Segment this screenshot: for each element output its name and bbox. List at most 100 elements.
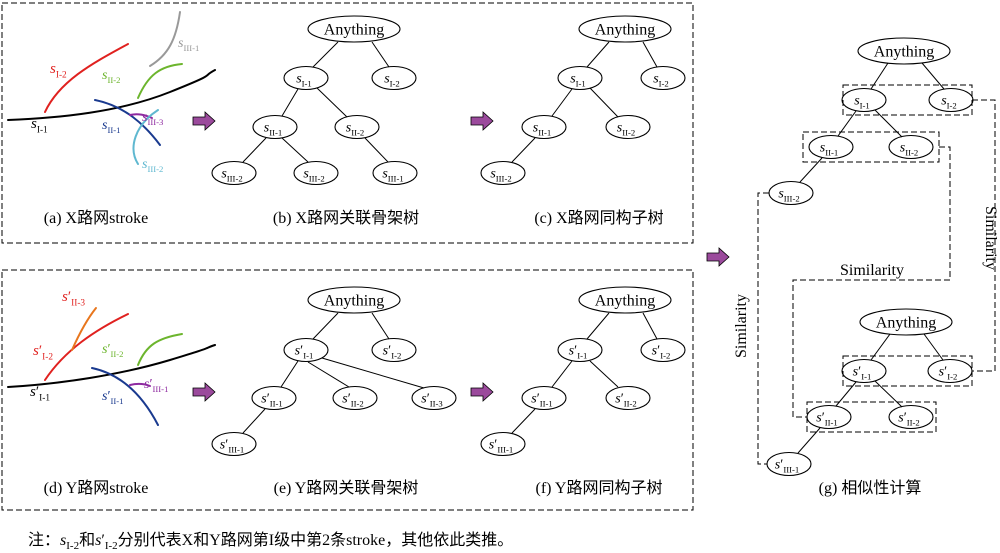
- note-s1: s: [60, 532, 67, 549]
- label-y-I2: s′I-2: [33, 343, 53, 363]
- node-b-II2-label: sII-2: [346, 121, 364, 138]
- note-s2: s: [95, 532, 102, 549]
- label-y-I1: s′I-1: [30, 384, 50, 404]
- note-rest: 分别代表X和Y路网第I级中第2条stroke，其他依此类推。: [117, 532, 514, 549]
- node-b-III2b-label: sIII-2: [303, 167, 324, 184]
- node-c-II2-label: sII-2: [617, 121, 635, 138]
- arrow-a-b: [192, 111, 216, 131]
- similarity-label-level1: Similarity: [982, 206, 999, 270]
- node-e-II1-ellipse: [251, 385, 297, 411]
- edge-g-top-II1-III2: [799, 157, 823, 183]
- node-g-bot-II2-label: s′II-2: [898, 411, 920, 428]
- stroke-y-II2: [137, 333, 183, 366]
- edge-g-top-r-I2: [921, 62, 945, 90]
- node-g-bot-III1-label: s′III-1: [775, 458, 799, 475]
- node-g-bot-II1-label: s′II-1: [816, 411, 838, 428]
- node-b-III2-ellipse: [211, 160, 257, 186]
- root-g-top-label: Anything: [874, 44, 934, 61]
- node-f-II1-ellipse: [521, 385, 567, 411]
- node-g-top-I1-ellipse: [841, 87, 887, 113]
- label-y-II2: s′II-2: [102, 342, 124, 359]
- node-f-I1-ellipse: [557, 337, 603, 363]
- label-y-II3: s′II-3: [62, 289, 85, 309]
- edge-c-II1-III2: [511, 137, 536, 163]
- stroke-x-III2: [132, 109, 159, 165]
- edge-e-II1-III1: [242, 408, 266, 434]
- stroke-x-I2: [44, 43, 129, 113]
- arrow-b-c: [470, 111, 494, 131]
- similarity-label-level2: Similarity: [840, 262, 904, 279]
- stroke-x-III1: [149, 11, 181, 67]
- node-b-III2-label: sIII-2: [221, 167, 242, 184]
- label-y-II1: s′II-1: [102, 389, 124, 406]
- node-f-II2-ellipse: [605, 385, 651, 411]
- edge-c-I1-II1: [551, 88, 573, 117]
- stroke-x-II2: [137, 63, 183, 99]
- root-b-label: Anything: [324, 22, 384, 39]
- node-f-I2-ellipse: [640, 337, 686, 363]
- node-e-II3-ellipse: [411, 385, 457, 411]
- node-g-top-I2-label: sI-2: [941, 94, 957, 111]
- stroke-x-II1: [94, 99, 161, 146]
- label-x-II1: sII-1: [102, 118, 120, 135]
- footnote: 注：sI-2和s′I-2分别代表X和Y路网第I级中第2条stroke，其他依此类…: [28, 526, 513, 552]
- edge-c-I1-II2: [589, 87, 619, 118]
- node-e-I2-ellipse: [371, 337, 417, 363]
- note-sub1: I-2: [66, 540, 80, 553]
- root-g-top-ellipse: [857, 37, 951, 65]
- node-e-II3-label: s′II-3: [421, 392, 443, 409]
- edge-f-I1-II2: [589, 360, 619, 388]
- edge-e-I1-II3: [321, 357, 425, 389]
- caption-g: (g) 相似性计算: [819, 478, 922, 497]
- connector-level3: [757, 192, 769, 465]
- node-b-III1-label: sIII-1: [382, 167, 403, 184]
- node-c-I1-label: sI-1: [570, 72, 586, 89]
- node-g-bot-I2-label: s′I-2: [939, 365, 958, 382]
- node-e-I1-ellipse: [283, 337, 329, 363]
- node-g-bot-I1-ellipse: [841, 358, 887, 384]
- node-e-III1-label: s′III-1: [220, 438, 244, 455]
- root-e-ellipse: [307, 286, 401, 314]
- label-x-III2: sIII-2: [142, 157, 163, 174]
- caption-a: (a) X路网stroke: [44, 209, 148, 227]
- node-b-II2-ellipse: [334, 114, 380, 140]
- caption-f: (f) Y路网同构子树: [536, 479, 663, 497]
- node-g-top-II1-ellipse: [808, 134, 854, 160]
- root-e-label: Anything: [324, 293, 384, 310]
- edge-e-I1-II2: [307, 361, 350, 388]
- root-f-label: Anything: [595, 293, 655, 310]
- node-b-I2-ellipse: [371, 65, 417, 91]
- caption-e: (e) Y路网关联骨架树: [274, 479, 419, 497]
- node-b-I2-label: sI-2: [384, 72, 400, 89]
- label-x-I1: sI-1: [31, 116, 48, 136]
- root-g-bot-label: Anything: [876, 315, 936, 332]
- panel-x-box: [1, 2, 694, 244]
- label-y-III1: s′III-1: [144, 377, 168, 394]
- stroke-y-II1: [91, 367, 159, 426]
- caption-c: (c) X路网同构子树: [534, 209, 663, 227]
- caption-d: (d) Y路网stroke: [44, 479, 149, 497]
- node-c-II2-ellipse: [605, 114, 651, 140]
- root-b-ellipse: [307, 15, 401, 43]
- node-f-III1-label: s′III-1: [489, 438, 513, 455]
- arrow-to-g: [706, 247, 730, 267]
- edge-c-r-I2: [642, 41, 658, 68]
- note-and: 和: [79, 532, 96, 549]
- connector-level2: [792, 146, 951, 418]
- edge-g-top-I1-II2: [874, 109, 903, 138]
- node-e-II1-label: s′II-1: [261, 392, 283, 409]
- edge-b-II2-III1: [364, 137, 389, 163]
- label-x-II2: sII-2: [102, 68, 120, 85]
- node-b-III1-ellipse: [372, 160, 418, 186]
- node-e-II2-ellipse: [332, 385, 378, 411]
- node-b-I1-label: sI-1: [296, 72, 312, 89]
- node-g-bot-I1-label: s′I-1: [853, 365, 872, 382]
- arrow-d-e: [192, 382, 216, 402]
- stroke-y-III1: [129, 382, 151, 387]
- node-c-I2-ellipse: [640, 65, 686, 91]
- note-prefix: 注：: [28, 532, 61, 549]
- node-c-II1-label: sII-1: [533, 121, 551, 138]
- node-c-III2-ellipse: [480, 160, 526, 186]
